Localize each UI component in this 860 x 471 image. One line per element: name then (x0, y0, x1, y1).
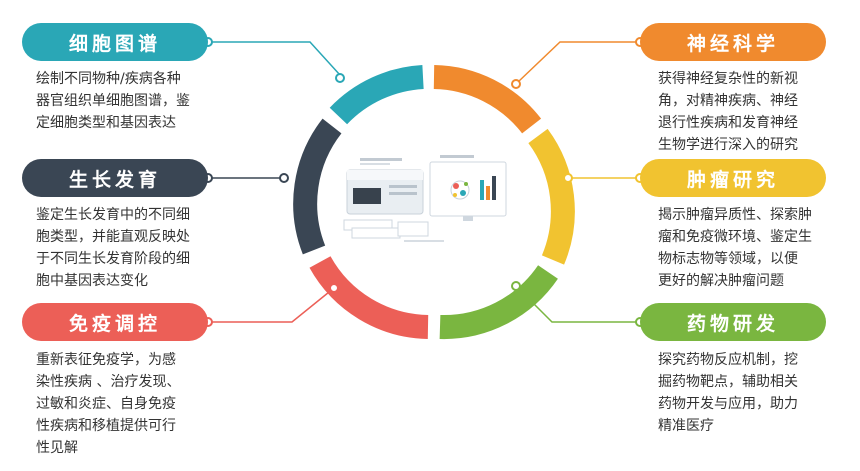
ring-segment-yellow (528, 128, 575, 265)
desc-line: 探究药物反应机制，挖 (658, 352, 798, 368)
desc-line: 物标志物等领域，以便 (658, 251, 798, 267)
ring-segment-red (309, 255, 429, 339)
connector-neuro (517, 41, 640, 83)
desc-line: 更好的解决肿瘤问题 (658, 273, 784, 289)
desc-line: 定细胞类型和基因表达 (36, 115, 176, 131)
connector-end-immune (329, 283, 339, 293)
ring-segment-orange (433, 65, 542, 134)
desc-line: 器官组织单细胞图谱，鉴 (36, 93, 190, 109)
connector-end-cell-atlas (335, 73, 345, 83)
product-illustration (343, 155, 507, 242)
connector-end-tumor (563, 173, 573, 183)
topic-title: 肿瘤研究 (686, 168, 779, 191)
topic-pill-neuro: 神经科学 (640, 23, 826, 61)
desc-line: 掘药物靶点，辅助相关 (658, 374, 798, 390)
desc-line: 性疾病和移植提供可行 (36, 418, 176, 434)
desc-line: 精准医疗 (658, 418, 714, 434)
desc-line: 鉴定生长发育中的不同细 (36, 207, 190, 223)
topic-desc-growth: 鉴定生长发育中的不同细 胞类型，并能直观反映处 于不同生长发育阶段的细 胞中基因… (36, 204, 190, 292)
desc-line: 染性疾病 、治疗发现、 (36, 374, 181, 390)
connector-end-neuro (511, 79, 521, 89)
topic-desc-cell-atlas: 绘制不同物种/疾病各种 器官组织单细胞图谱，鉴 定细胞类型和基因表达 (36, 68, 190, 134)
topic-desc-immune: 重新表征免疫学，为感 染性疾病 、治疗发现、 过敏和炎症、自身免疫 性疾病和移植… (36, 349, 180, 459)
desc-line: 过敏和炎症、自身免疫 (36, 396, 176, 412)
desc-line: 绘制不同物种/疾病各种 (36, 71, 181, 87)
topic-desc-tumor: 揭示肿瘤异质性、探索肿 瘤和免疫微环境、鉴定生 物标志物等领域，以便 更好的解决… (658, 204, 812, 292)
connector-end-drug (511, 281, 521, 291)
topic-pill-tumor: 肿瘤研究 (640, 159, 826, 197)
desc-line: 药物开发与应用，助力 (658, 396, 798, 412)
topic-pill-drug: 药物研发 (640, 303, 826, 341)
desc-line: 性见解 (36, 440, 78, 456)
connector-end-growth (279, 173, 289, 183)
desc-line: 生物学进行深入的研究 (658, 137, 798, 153)
center-ring (293, 65, 575, 340)
connector-cell-atlas (208, 41, 341, 76)
connector-drug (517, 287, 640, 323)
ring-segment-slate (293, 118, 342, 255)
topic-title: 细胞图谱 (68, 32, 161, 55)
ring-segment-teal (329, 65, 424, 125)
desc-line: 瘤和免疫微环境、鉴定生 (658, 229, 812, 245)
desc-line: 退行性疾病和发育神经 (658, 115, 798, 131)
ring-segment-green (439, 264, 558, 340)
topic-title: 神经科学 (686, 32, 779, 55)
topic-title: 生长发育 (68, 168, 161, 191)
topic-pill-immune: 免疫调控 (22, 303, 208, 341)
desc-line: 获得神经复杂性的新视 (658, 71, 798, 87)
desc-line: 角，对精神疾病、神经 (658, 93, 798, 109)
topic-pill-cell-atlas: 细胞图谱 (22, 23, 208, 61)
desc-line: 于不同生长发育阶段的细 (36, 251, 190, 267)
topic-title: 药物研发 (686, 312, 779, 335)
topic-title: 免疫调控 (68, 312, 161, 335)
topic-desc-neuro: 获得神经复杂性的新视 角，对精神疾病、神经 退行性疾病和发育神经 生物学进行深入… (658, 68, 798, 156)
desc-line: 重新表征免疫学，为感 (36, 352, 176, 368)
topic-pill-growth: 生长发育 (22, 159, 208, 197)
desc-line: 揭示肿瘤异质性、探索肿 (658, 207, 812, 223)
topic-desc-drug: 探究药物反应机制，挖 掘药物靶点，辅助相关 药物开发与应用，助力 精准医疗 (658, 349, 798, 437)
desc-line: 胞类型，并能直观反映处 (36, 229, 190, 245)
desc-line: 胞中基因表达变化 (36, 273, 148, 289)
connector-immune (208, 287, 335, 323)
